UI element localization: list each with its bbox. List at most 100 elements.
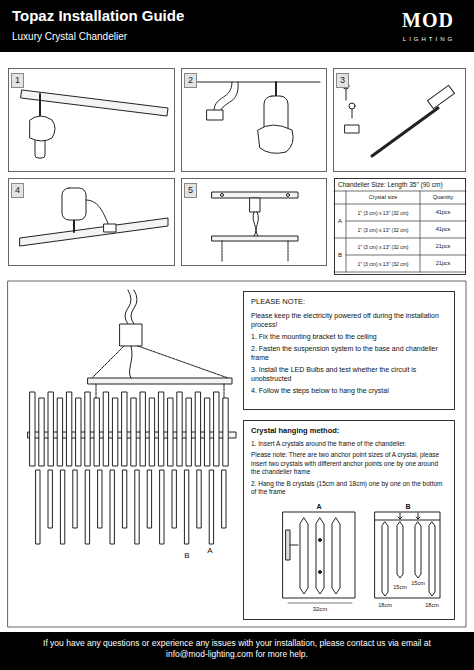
logo-text: MOD <box>402 10 454 30</box>
crystal-a <box>214 392 219 466</box>
body-text: 4. Follow the steps below to hang the cr… <box>251 386 447 395</box>
crystal-b <box>123 470 127 528</box>
crystal-a <box>76 398 81 466</box>
dimension: 32cm <box>313 606 328 612</box>
crystal-a <box>140 392 145 466</box>
crystal-a <box>168 398 173 466</box>
dimension: 18cm <box>378 603 391 609</box>
crystal-b <box>148 470 152 528</box>
heading-text: 4 <box>11 183 24 198</box>
heading-text: Topaz Installation Guide <box>12 7 462 25</box>
table-header: Crystal size <box>369 195 397 201</box>
body-text: 1. Insert A crystals around the frame of… <box>251 440 447 448</box>
step-4-sketch <box>20 188 168 246</box>
crystal-a <box>159 392 164 466</box>
crystal-a <box>104 392 109 466</box>
table-header: Quantity <box>433 195 453 201</box>
body-text: 2. Hang the B crystals (15cm and 18cm) o… <box>251 480 447 497</box>
crystal-b <box>98 470 102 528</box>
footer-band: If you have any questions or experience … <box>0 632 474 670</box>
step-panel: 5 <box>181 178 327 266</box>
table-grid <box>334 191 466 272</box>
step-panel: 4 <box>8 178 175 266</box>
step-5-sketch <box>212 192 298 262</box>
crystal-b <box>160 470 164 544</box>
table-cell: A <box>338 218 342 224</box>
crystal-a <box>150 398 155 466</box>
table-cell: 41pcs <box>436 227 451 233</box>
table-cell: 1" (3 cm) x 13" (32 cm) <box>357 244 408 249</box>
crystal-callout: A <box>316 503 321 510</box>
table-cell: 1" (3 cm) x 13" (32 cm) <box>357 261 408 266</box>
crystal-callout: B <box>405 503 410 510</box>
dimension: 18cm <box>425 603 438 609</box>
body-text: 2. Fasten the suspension system to the b… <box>251 344 447 362</box>
method-box: Crystal hanging method: 1. Insert A cryst… <box>243 420 455 620</box>
crystal-callout: B <box>184 552 189 560</box>
crystal-a <box>177 392 182 466</box>
logo-text: LIGHTING <box>403 36 455 42</box>
step-1-sketch <box>21 90 168 158</box>
dimension: 15cm <box>411 581 424 587</box>
table-cell: 1" (3 cm) x 13" (32 cm) <box>357 210 408 215</box>
heading-text: 5 <box>184 183 197 198</box>
crystal-b <box>36 470 40 544</box>
crystal-b <box>61 470 65 544</box>
heading-text: Crystal hanging method: <box>251 426 447 436</box>
crystal-a <box>48 392 53 466</box>
crystal-a <box>205 398 210 466</box>
crystal-b <box>197 470 201 528</box>
crystal-a-drawing <box>283 512 355 603</box>
table-cell: B <box>338 252 342 258</box>
crystal-b-drawing <box>375 512 440 598</box>
crystal-b <box>73 470 77 528</box>
crystal-a <box>196 392 201 466</box>
step-panel: 1 <box>8 68 175 172</box>
step-panel: 3 <box>333 68 466 172</box>
crystal-a <box>58 398 63 466</box>
dimension: 15cm <box>393 585 406 591</box>
note-box: PLEASE NOTE: Please keep the electricity … <box>243 291 455 410</box>
body-text: Please keep the electricity powered off … <box>251 311 447 329</box>
step-3-sketch <box>343 83 454 156</box>
crystal-b <box>110 470 114 544</box>
step-panel: 2 <box>181 68 327 172</box>
crystal-a <box>67 392 72 466</box>
table-cell: 1" (3 cm) x 13" (32 cm) <box>357 227 408 232</box>
crystal-a <box>113 398 118 466</box>
crystal-b <box>48 470 52 528</box>
heading-text: 1 <box>11 73 24 88</box>
crystal-a <box>131 398 136 466</box>
table-cell: 21pcs <box>436 261 451 267</box>
heading-text: If you have any questions or experience … <box>40 638 434 661</box>
table-cell: 21pcs <box>436 244 451 250</box>
body-text: 3. Install the LED Bulbs and test whethe… <box>251 365 447 383</box>
crystal-b <box>135 470 139 544</box>
step-2-sketch <box>190 82 320 153</box>
heading-text: PLEASE NOTE: <box>251 297 447 307</box>
heading-text: 3 <box>336 73 349 88</box>
crystal-b <box>185 470 189 544</box>
heading-text: Chandelier Size: Length 35" (90 cm) <box>335 179 465 189</box>
crystal-b <box>86 470 90 544</box>
crystal-b <box>222 470 226 528</box>
crystal-b <box>172 470 176 528</box>
crystal-a <box>30 392 35 466</box>
crystal-a <box>223 398 228 466</box>
body-text: Please note: There are two anchor point … <box>251 451 447 476</box>
body-text: Luxury Crystal Chandelier <box>12 31 462 42</box>
crystal-b <box>210 470 214 544</box>
crystal-a <box>94 398 99 466</box>
chandelier <box>28 290 236 544</box>
table-cell: 41pcs <box>436 210 451 216</box>
crystal-a <box>39 398 44 466</box>
crystal-callout: A <box>207 547 212 555</box>
heading-text: 2 <box>184 73 197 88</box>
crystal-a <box>186 398 191 466</box>
main-panel <box>8 281 466 627</box>
crystal-a <box>122 392 127 466</box>
crystal-a <box>85 392 90 466</box>
body-text: 1. Fix the mounting bracket to the ceili… <box>251 332 447 341</box>
